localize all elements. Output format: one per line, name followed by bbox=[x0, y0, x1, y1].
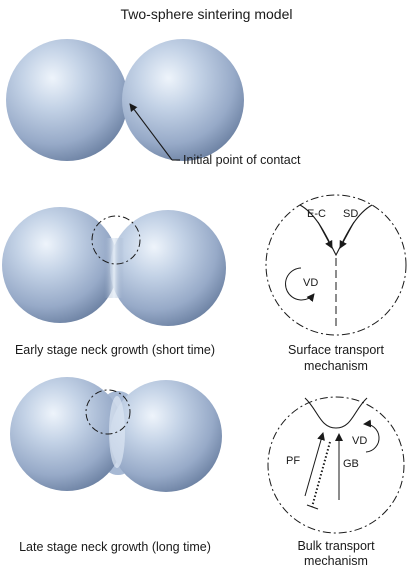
bulk-boundary-circle bbox=[267, 396, 405, 534]
surface-ec-arrow bbox=[317, 221, 333, 249]
bulk-caption-line2: mechanism bbox=[304, 554, 368, 568]
early-stage-caption: Early stage neck growth (short time) bbox=[14, 343, 216, 357]
surface-sd-label: SD bbox=[343, 208, 358, 220]
bulk-neck-profile bbox=[304, 397, 368, 429]
bulk-dislocation-end bbox=[306, 504, 319, 510]
bulk-caption-line1: Bulk transport bbox=[297, 539, 375, 553]
surface-neck-profile bbox=[299, 204, 373, 257]
early-neck bbox=[104, 238, 124, 298]
surface-ec-label: E-C bbox=[307, 208, 326, 220]
late-neck-highlight-circle bbox=[85, 389, 131, 435]
right-sphere-early bbox=[110, 210, 226, 326]
right-sphere-late bbox=[110, 380, 222, 492]
contact-label: Initial point of contact bbox=[183, 153, 301, 167]
right-sphere-initial bbox=[122, 39, 244, 161]
left-sphere-initial bbox=[6, 39, 128, 161]
bulk-gb-label: GB bbox=[343, 458, 359, 470]
surface-caption-line2: mechanism bbox=[304, 359, 368, 373]
bulk-transport-diagram: PF GB VD bbox=[267, 396, 405, 534]
left-sphere-early bbox=[2, 207, 118, 323]
bulk-vd-label: VD bbox=[352, 435, 367, 447]
bulk-dislocation-line bbox=[311, 441, 331, 508]
bulk-pf-label: PF bbox=[286, 455, 300, 467]
surface-transport-diagram: E-C SD VD bbox=[265, 194, 407, 336]
initial-contact-spheres bbox=[6, 39, 244, 161]
surface-vd-label: VD bbox=[303, 277, 318, 289]
early-neck-highlight-circle bbox=[91, 215, 141, 265]
contact-pointer-arrow bbox=[129, 103, 173, 161]
bulk-vd-loop-arrow bbox=[363, 419, 380, 453]
late-stage-caption: Late stage neck growth (long time) bbox=[19, 540, 211, 554]
surface-vd-loop-arrow bbox=[285, 267, 315, 302]
bulk-pf-arrow bbox=[304, 432, 325, 497]
early-stage-spheres bbox=[2, 207, 226, 326]
surface-caption-line1: Surface transport bbox=[288, 343, 384, 357]
late-stage-spheres bbox=[10, 377, 222, 492]
surface-boundary-circle bbox=[265, 194, 407, 336]
surface-sd-arrow bbox=[339, 221, 355, 249]
left-sphere-late bbox=[10, 377, 124, 491]
figure-title: Two-sphere sintering model bbox=[120, 6, 293, 22]
